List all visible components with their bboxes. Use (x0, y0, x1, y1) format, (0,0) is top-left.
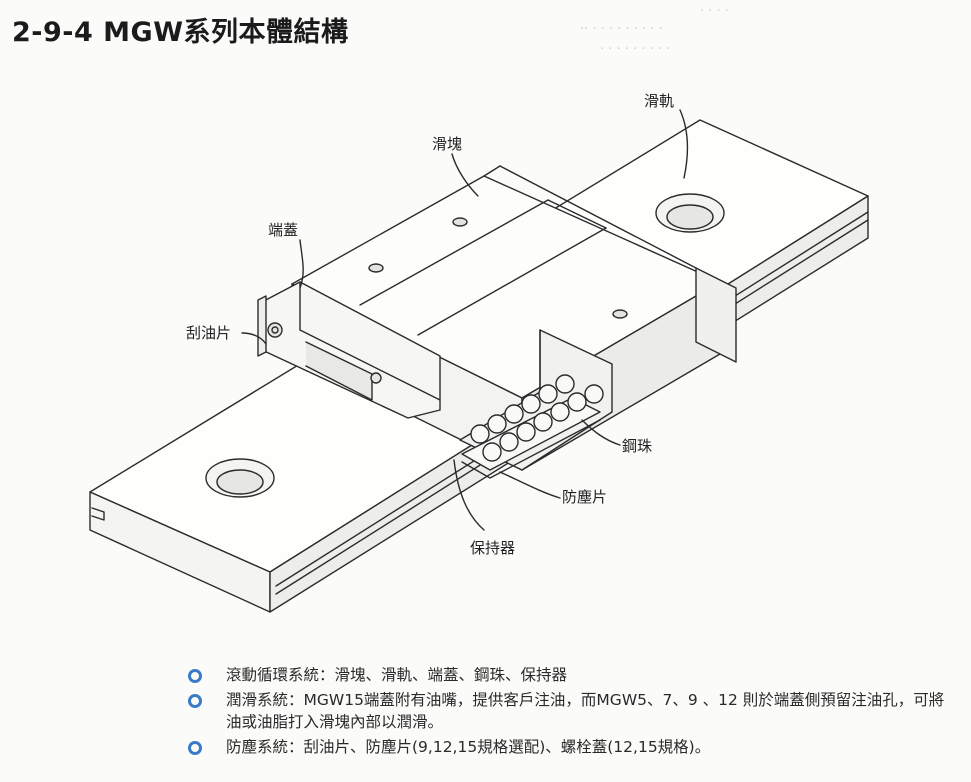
label-retainer: 保持器 (470, 539, 515, 557)
leader-dust (499, 471, 561, 499)
linear-guide-diagram: 滑軌 滑塊 端蓋 刮油片 鋼珠 防塵片 保持器 (89, 92, 869, 613)
leader-retainer (453, 459, 485, 531)
leader-scraper (241, 332, 267, 345)
grease-hole (370, 372, 382, 384)
scraper-plate (257, 295, 267, 357)
label-scraper: 刮油片 (186, 324, 231, 342)
block-screw-hole-3 (612, 309, 628, 319)
rail-hole-back (655, 193, 725, 233)
bullet-ring-icon (188, 669, 202, 683)
feature-text: 防塵系統：刮油片、防塵片(9,12,15規格選配)、螺栓蓋(12,15規格)。 (226, 738, 711, 756)
feature-item: 滾動循環系統：滑塊、滑軌、端蓋、鋼珠、保持器 (188, 664, 948, 686)
steel-balls (470, 374, 604, 462)
rail-hole-front (205, 458, 275, 498)
feature-item: 防塵系統：刮油片、防塵片(9,12,15規格選配)、螺栓蓋(12,15規格)。 (188, 736, 948, 758)
dust-strip (461, 419, 601, 479)
bullet-ring-icon (188, 694, 202, 708)
feature-list: 滾動循環系統：滑塊、滑軌、端蓋、鋼珠、保持器 潤滑系統：MGW15端蓋附有油嘴，… (188, 664, 948, 761)
feature-item: 潤滑系統：MGW15端蓋附有油嘴，提供客戶注油，而MGW5、7、9 、12 則於… (188, 689, 948, 733)
page-title: 2-9-4 MGW系列本體結構 (12, 17, 349, 48)
bleed-through-text: · · · · · · · · · (600, 42, 671, 57)
end-seal-band (695, 267, 737, 363)
bleed-through-text: · · · · (700, 4, 729, 19)
leader-ball (581, 419, 621, 446)
leader-block (451, 153, 479, 197)
bullet-ring-icon (188, 741, 202, 755)
block-screw-hole-1 (452, 217, 468, 227)
label-steel-ball: 鋼珠 (622, 437, 652, 455)
leader-rail (679, 109, 689, 179)
label-block: 滑塊 (432, 135, 462, 153)
feature-text: 潤滑系統：MGW15端蓋附有油嘴，提供客戶注油，而MGW5、7、9 、12 則於… (226, 691, 945, 731)
label-end-cap: 端蓋 (268, 221, 298, 239)
leader-end-cap (299, 239, 304, 289)
bleed-through-text: ·· · · · · · · · · · (580, 22, 663, 37)
label-rail: 滑軌 (644, 92, 674, 110)
end-cap-screw (267, 322, 283, 338)
label-dust-strip: 防塵片 (562, 488, 607, 506)
block-screw-hole-2 (368, 263, 384, 273)
feature-text: 滾動循環系統：滑塊、滑軌、端蓋、鋼珠、保持器 (226, 666, 568, 684)
